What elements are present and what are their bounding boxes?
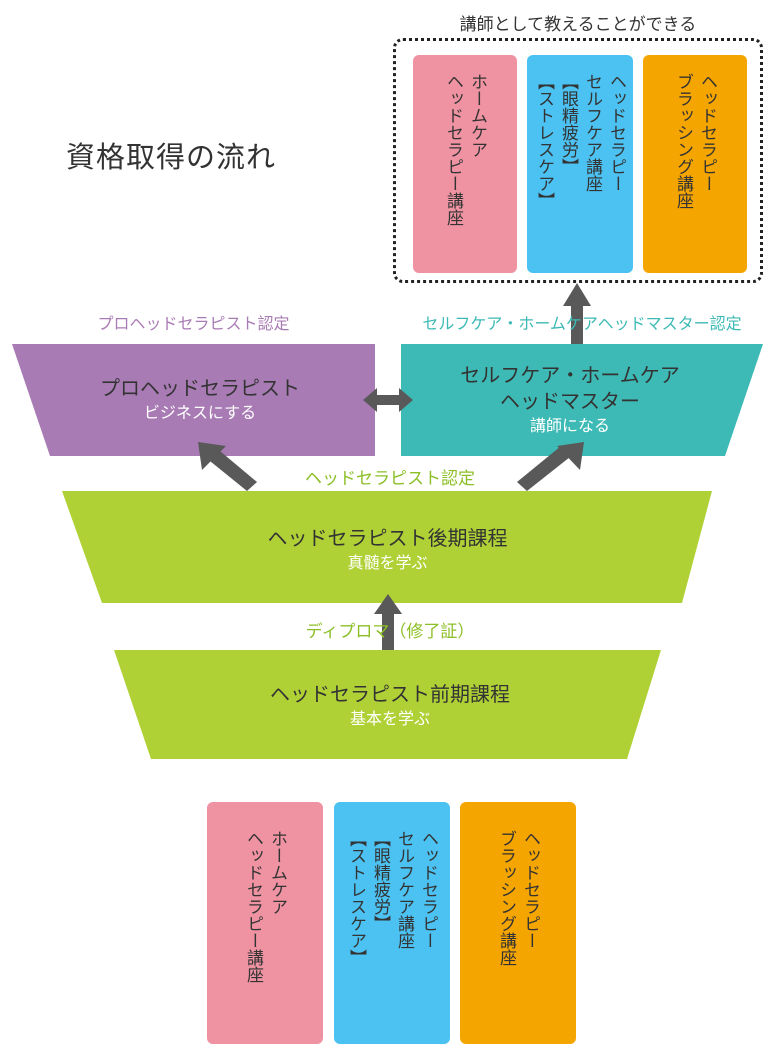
card-text: ホームケア ヘッドセラピー講座 [243,830,287,983]
arrow-to-pro [198,442,257,491]
bottom-card-homecare: ホームケア ヘッドセラピー講座 [207,802,323,1044]
diploma-label: ディプロマ（修了証） [305,622,475,642]
master-certification-label: セルフケア・ホームケアヘッドマスター認定 [422,314,742,333]
basic-course-subtitle: 基本を学ぶ [349,709,430,728]
card-text: ヘッドセラピー セルフケア講座 【眼精疲労】 【ストレスケア】 [346,830,438,966]
arrow-to-advanced [374,594,402,650]
pro-box-subtitle: ビジネスにする [143,403,257,422]
top-card-brushing: ヘッドセラピー ブラッシング講座 [643,55,747,273]
pro-certification-label: プロヘッドセラピスト認定 [97,314,290,333]
pro-box: プロヘッドセラピスト ビジネスにする [40,344,360,456]
page-title: 資格取得の流れ [66,140,277,174]
advanced-course-shape [62,491,712,603]
basic-course-shape [114,650,661,759]
card-text: ヘッドセラピー ブラッシング講座 [673,73,717,209]
bottom-card-brushing: ヘッドセラピー ブラッシング講座 [460,802,576,1044]
arrow-up-to-instructor [563,283,591,344]
card-text: ホームケア ヘッドセラピー講座 [443,73,487,226]
advanced-course-title: ヘッドセラピスト後期課程 [267,526,508,550]
top-card-homecare: ホームケア ヘッドセラピー講座 [413,55,517,273]
basic-course: ヘッドセラピスト前期課程 基本を学ぶ [140,666,640,746]
pro-box-title: プロヘッドセラピスト [100,376,300,400]
pro-box-shape [12,344,375,456]
master-box-shape [401,344,763,456]
top-card-selfcare: ヘッドセラピー セルフケア講座 【眼精疲労】 【ストレスケア】 [527,55,633,273]
card-text: ヘッドセラピー ブラッシング講座 [496,830,540,966]
advanced-course-subtitle: 真髄を学ぶ [347,553,428,572]
double-arrow-icon [363,388,413,412]
therapist-certification-label: ヘッドセラピスト認定 [305,469,475,489]
advanced-course: ヘッドセラピスト後期課程 真髄を学ぶ [100,510,675,590]
master-box-title-line1: セルフケア・ホームケア [460,363,680,387]
master-box: セルフケア・ホームケア ヘッドマスター 講師になる [410,344,730,456]
master-box-title-line2: ヘッドマスター [500,389,640,413]
basic-course-title: ヘッドセラピスト前期課程 [270,682,510,706]
card-text: ヘッドセラピー セルフケア講座 【眼精疲労】 【ストレスケア】 [534,73,626,209]
top-group-label: 講師として教えることができる [459,15,697,35]
arrow-to-master [517,442,584,491]
master-box-subtitle: 講師になる [529,416,610,435]
bottom-card-selfcare: ヘッドセラピー セルフケア講座 【眼精疲労】 【ストレスケア】 [334,802,450,1044]
top-course-group [393,38,763,283]
